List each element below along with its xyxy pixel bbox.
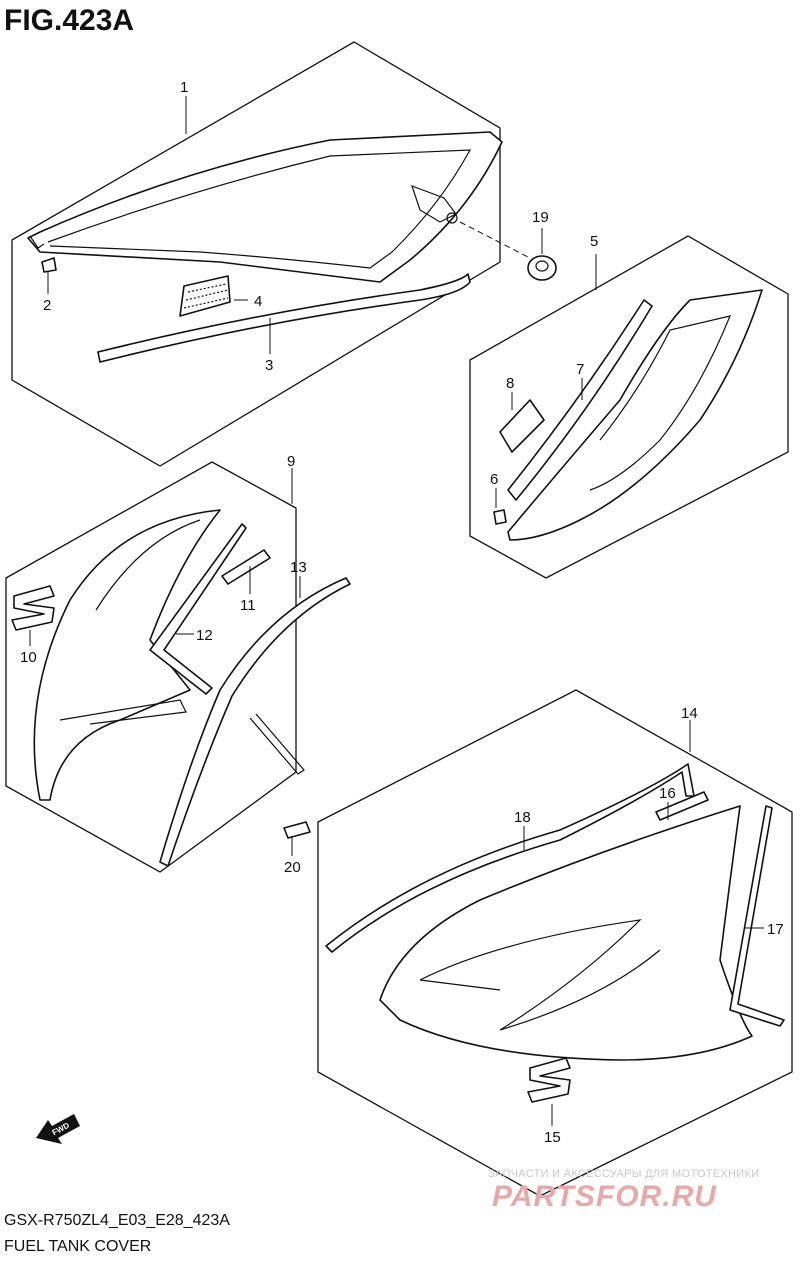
part-14-side-cover[interactable]: [379, 805, 753, 1061]
callout-14: 14: [681, 705, 698, 722]
callout-6: 6: [490, 471, 498, 488]
callout-1: 1: [180, 79, 188, 96]
callout-12: 12: [196, 627, 213, 644]
figure-name: FUEL TANK COVER: [4, 1238, 152, 1255]
part-12-trim[interactable]: [149, 523, 247, 695]
callout-20: 20: [284, 859, 301, 876]
part-4-mesh-pad[interactable]: [179, 275, 231, 317]
callout-9: 9: [287, 453, 295, 470]
callout-4: 4: [254, 293, 262, 310]
group-box-5: [469, 235, 789, 579]
callout-2: 2: [43, 297, 51, 314]
part-17-trim[interactable]: [729, 805, 785, 1027]
part-9-front-cover[interactable]: [33, 509, 221, 801]
group-box-1: [11, 41, 501, 467]
part-10-emblem[interactable]: [11, 585, 55, 631]
callout-13: 13: [290, 559, 307, 576]
callout-19: 19: [532, 209, 549, 226]
part-15-emblem[interactable]: [527, 1057, 571, 1103]
fwd-arrow-icon: FWD: [36, 1114, 80, 1144]
callout-18: 18: [514, 809, 531, 826]
part-7-trim-strip[interactable]: [507, 299, 653, 501]
part-6-clip[interactable]: [493, 509, 507, 525]
callout-11: 11: [240, 597, 256, 614]
part-13-trim[interactable]: [159, 577, 351, 867]
callout-7: 7: [576, 361, 584, 378]
callout-3: 3: [265, 357, 273, 374]
group-box-14: [317, 689, 793, 1197]
callout-17: 17: [767, 921, 784, 938]
model-code: GSX-R750ZL4_E03_E28_423A: [4, 1212, 230, 1229]
figure-title: FIG.423A: [4, 4, 135, 37]
callout-8: 8: [506, 375, 514, 392]
part-5-side-cover[interactable]: [507, 289, 763, 541]
part-20-clip[interactable]: [283, 821, 311, 839]
callout-10: 10: [20, 649, 37, 666]
callout-5: 5: [590, 233, 598, 250]
part-2-clip[interactable]: [41, 257, 57, 273]
watermark-caption: ЗАПЧАСТИ И АКСЕССУАРЫ ДЛЯ МОТОТЕХНИКИ: [488, 1168, 760, 1180]
callout-15: 15: [544, 1129, 561, 1146]
part-1-tank-cover-frame[interactable]: [27, 131, 503, 283]
part-8-pad[interactable]: [499, 399, 545, 453]
part-16-strip[interactable]: [655, 791, 709, 821]
callout-16: 16: [659, 785, 676, 802]
part-18-trim[interactable]: [325, 763, 695, 953]
watermark-logo: PARTSFOR.RU: [492, 1180, 717, 1213]
part-19-grommet[interactable]: [527, 255, 557, 281]
leader-lines: [29, 96, 764, 1126]
dashed-leader-19: [459, 221, 531, 259]
part-3-trim-strip[interactable]: [97, 273, 471, 363]
part-11-strip[interactable]: [221, 549, 271, 585]
